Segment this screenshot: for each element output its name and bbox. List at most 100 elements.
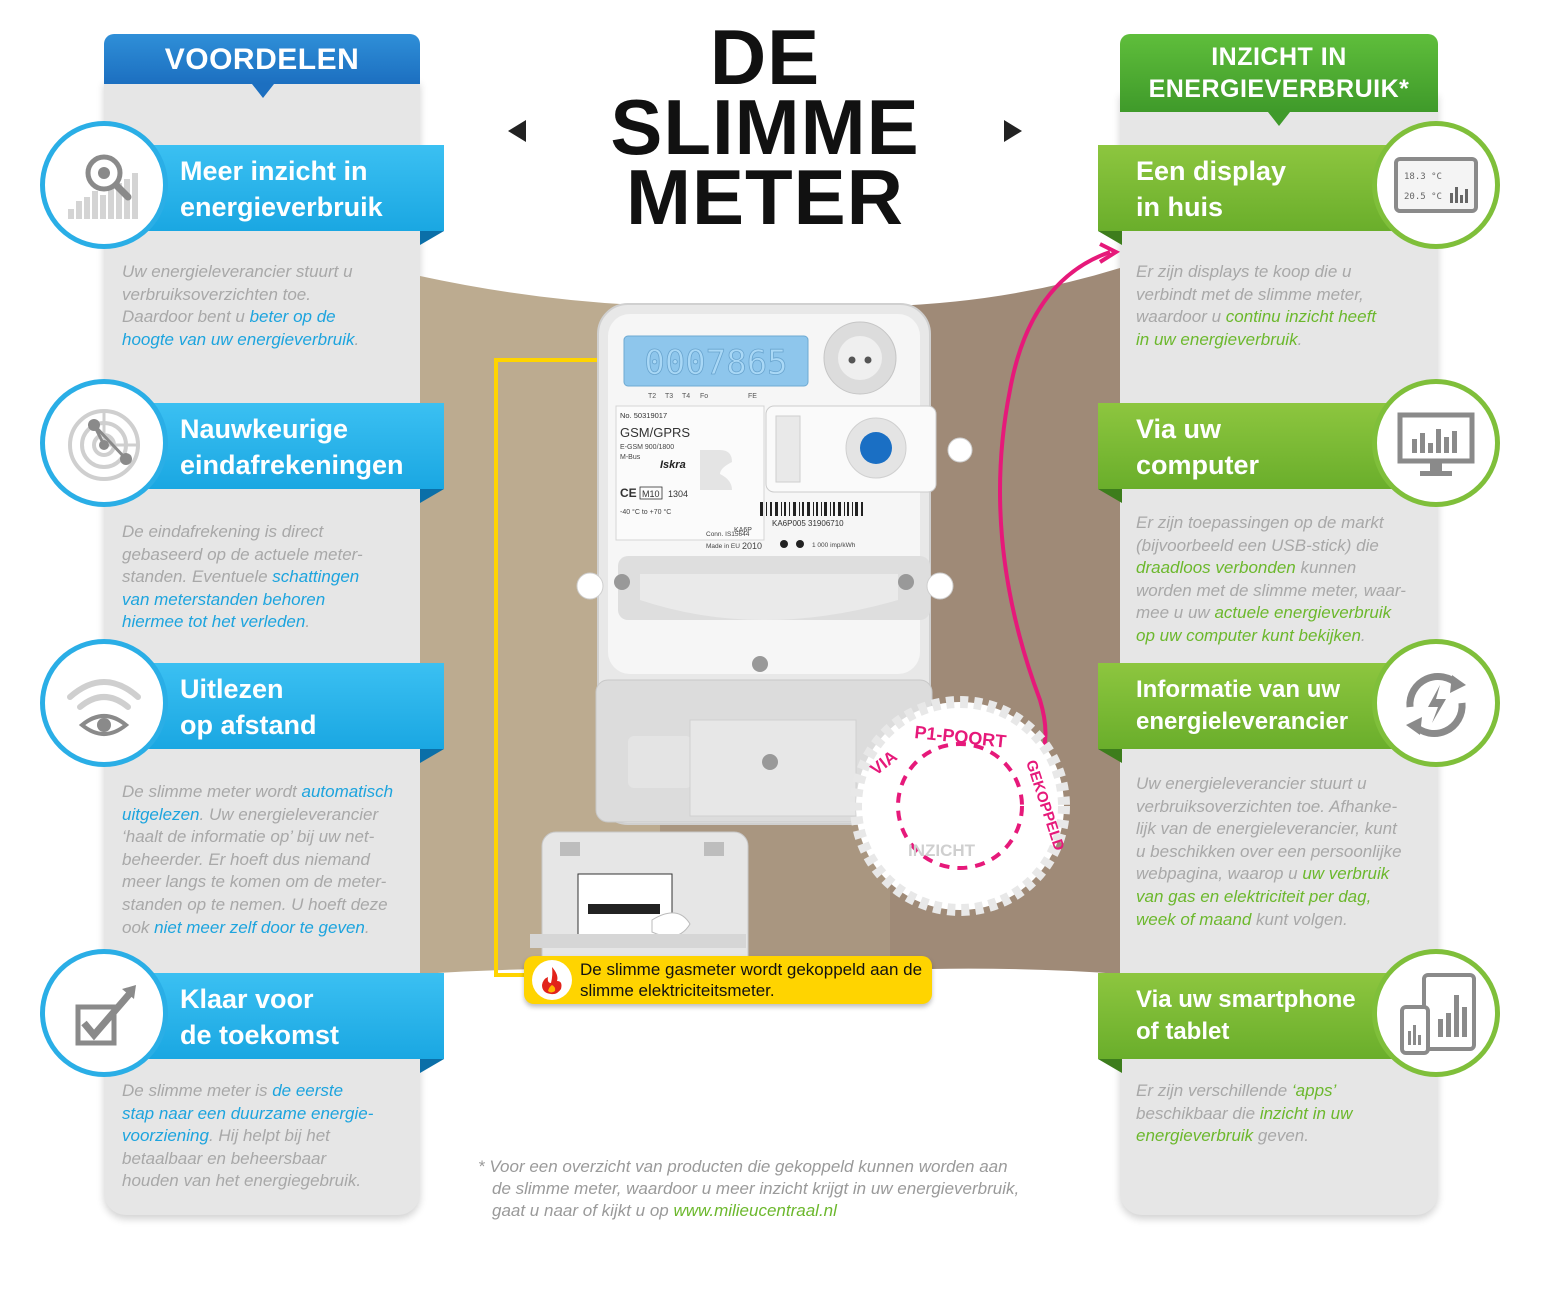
desc-line: (bijvoorbeeld een USB-stick) die (1136, 535, 1379, 555)
desc-line: beschikbaar die inzicht in uw (1136, 1103, 1353, 1123)
arrow-right-icon (1004, 120, 1022, 142)
svg-text:Made in EU: Made in EU (706, 543, 740, 550)
desc-line: in uw energieverbruik. (1136, 329, 1303, 349)
meter-label (615, 405, 765, 541)
gas-note-line1: De slimme gasmeter wordt gekoppeld (580, 960, 866, 979)
desc-line: webpagina, waarop u uw verbruik (1136, 864, 1390, 884)
meter-reading: 0007865 (644, 343, 787, 383)
header-pointer (1268, 112, 1290, 126)
magnifier-chart-icon (40, 121, 168, 249)
phone-tablet-icon (1372, 949, 1500, 1077)
insight-desc-1: Er zijn displays te koop die u verbindt … (1136, 261, 1432, 351)
refresh-lightning-icon (1372, 639, 1500, 767)
milieucentraal-link[interactable]: www.milieucentraal.nl (673, 1201, 837, 1220)
p1-poort-badge: VIA P1-POORT GEKOPPELD INZICHT (850, 696, 1070, 916)
arrow-left-icon (508, 120, 526, 142)
radar-icon (40, 379, 168, 507)
svg-text:20.5 °C: 20.5 °C (1404, 192, 1442, 202)
insight-desc-4: Er zijn verschillende ‘apps’ beschikbaar… (1136, 1080, 1432, 1148)
desc-line: gebaseerd op de actuele meter- (122, 544, 363, 564)
tariff-labels: T2 T3 T4 Fo FE (648, 393, 757, 400)
desc-line: Er zijn displays te koop die u (1136, 262, 1352, 281)
desc-line: Daardoor bent u beter op de (122, 307, 336, 327)
flame-icon (532, 960, 572, 1000)
svg-text:2010: 2010 (742, 541, 762, 551)
desc-line: standen. Eventuele schattingen (122, 567, 360, 587)
smart-meter-illustration: 0007865 No. 50319017 GSM/GPRS E-GSM 900/… (420, 242, 1120, 977)
svg-text:18.3 °C: 18.3 °C (1404, 172, 1442, 182)
desc-line: worden met de slimme meter, waar- (1136, 580, 1406, 600)
svg-text:FE: FE (748, 393, 757, 400)
inzicht-header-line1: INZICHT IN (1211, 43, 1347, 71)
benefit-desc-4: De slimme meter is de eerste stap naar e… (122, 1080, 422, 1193)
svg-text:1 000 imp/kWh: 1 000 imp/kWh (812, 542, 856, 549)
insight-desc-2: Er zijn toepassingen op de markt (bijvoo… (1136, 512, 1432, 648)
desc-line: van meterstanden behoren (122, 589, 326, 609)
svg-text:Fo: Fo (700, 393, 708, 400)
insight-desc-3: Uw energieleverancier stuurt u verbruiks… (1136, 773, 1432, 931)
checkbox-arrow-icon (40, 949, 168, 1077)
desc-line: stap naar een duurzame energie- (122, 1103, 374, 1123)
meter-tab (700, 450, 732, 490)
desc-line: De slimme meter wordt automatisch (122, 782, 394, 801)
voordelen-header: VOORDELEN (104, 34, 420, 84)
svg-text:CE: CE (620, 486, 637, 500)
desc-line: voorziening. Hij helpt bij het (122, 1126, 330, 1146)
desc-line: lijk van de energieleverancier, kunt (1136, 819, 1397, 839)
desc-line: draadloos verbonden kunnen (1136, 558, 1357, 578)
svg-text:-40 °C to +70 °C: -40 °C to +70 °C (620, 508, 671, 516)
yellow-cable (494, 358, 598, 977)
svg-text:M10: M10 (642, 489, 660, 499)
benefit-desc-2: De eindafrekening is direct gebaseerd op… (122, 521, 422, 634)
badge-insight: INZICHT (908, 841, 976, 860)
svg-text:M-Bus: M-Bus (620, 454, 641, 461)
desc-line: hoogte van uw energieverbruik. (122, 329, 360, 349)
svg-text:KA6P: KA6P (734, 527, 752, 534)
svg-text:Conn. IS15644: Conn. IS15644 (706, 531, 750, 538)
title-line-1: DE (709, 13, 821, 101)
svg-text:Iskra: Iskra (660, 459, 686, 471)
desc-line: u beschikken over een persoonlijke (1136, 841, 1402, 861)
inzicht-header-line2: ENERGIEVERBRUIK* (1148, 75, 1410, 103)
header-pointer (252, 84, 274, 98)
title-line-3: METER (626, 153, 904, 241)
svg-text:E-GSM 900/1800: E-GSM 900/1800 (620, 444, 674, 451)
benefit-desc-1: Uw energieleverancier stuurt u verbruiks… (122, 261, 422, 351)
gas-meter-note: De slimme gasmeter wordt gekoppeld aan d… (524, 956, 932, 1004)
desc-line: uitgelezen. Uw energieleverancier (122, 804, 379, 824)
home-display-icon: 18.3 °C 20.5 °C (1372, 121, 1500, 249)
benefit-desc-3: De slimme meter wordt automatisch uitgel… (122, 781, 422, 939)
svg-text:KA6P005 31906710: KA6P005 31906710 (772, 519, 844, 528)
desc-line: meer langs te komen om de meter- (122, 872, 387, 892)
desc-line: betaalbaar en beheersbaar (122, 1148, 327, 1168)
footnote: * Voor een overzicht van producten die g… (478, 1156, 1098, 1222)
desc-line: energieverbruik geven. (1136, 1126, 1309, 1146)
desc-line: De eindafrekening is direct (122, 522, 324, 541)
page-title: DE SLIMME METER (560, 13, 970, 241)
desc-line: Uw energieleverancier stuurt u (1136, 774, 1367, 793)
svg-text:GSM/GPRS: GSM/GPRS (620, 425, 690, 440)
desc-line: verbruiksoverzichten toe. (122, 284, 311, 304)
svg-text:T2: T2 (648, 393, 656, 400)
desc-line: waardoor u continu inzicht heeft (1136, 307, 1377, 327)
desc-line: op uw computer kunt bekijken. (1136, 625, 1366, 645)
desc-line: verbindt met de slimme meter, (1136, 284, 1364, 304)
gas-meter (530, 831, 749, 973)
wireless-eye-icon (40, 639, 168, 767)
gas-note-line2: aan de slimme elektriciteitsmeter. (580, 960, 923, 1000)
desc-line: beheerder. Er hoeft dus niemand (122, 849, 370, 869)
desc-line: houden van het energiegebruik. (122, 1171, 362, 1191)
desc-line: verbruiksoverzichten toe. Afhanke- (1136, 796, 1398, 816)
desc-line: Er zijn verschillende ‘apps’ (1136, 1081, 1337, 1100)
svg-text:T3: T3 (665, 393, 673, 400)
meter-lcd (623, 335, 809, 387)
desc-line: De slimme meter is de eerste (122, 1081, 344, 1100)
